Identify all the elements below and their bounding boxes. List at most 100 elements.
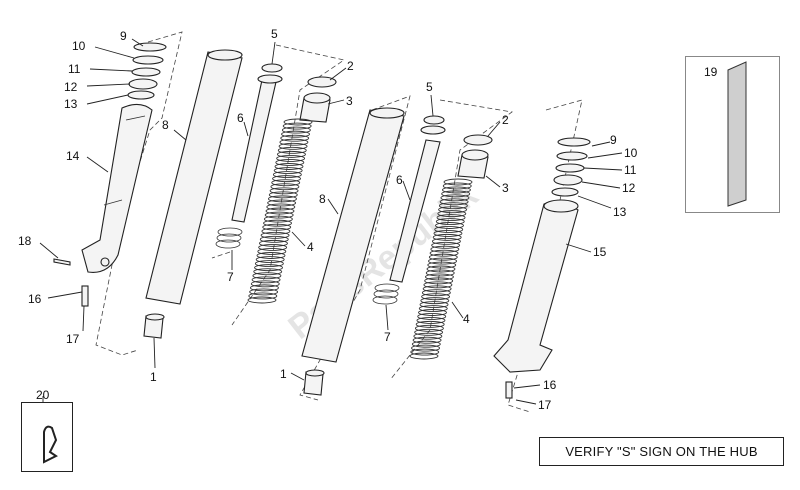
callout-13-right: 13 [613,205,627,219]
callout-8-left: 8 [162,118,169,132]
right-o-ring [463,134,493,146]
part-19-strip [727,61,747,207]
spring-coil [418,309,447,316]
callout-11-left: 11 [68,62,81,76]
spring-coil [269,187,299,195]
spring-coil [425,273,454,281]
spring-coil [411,340,441,348]
spring-coil [432,233,462,241]
left-screw-16 [81,285,89,307]
callout-16-left: 16 [28,292,42,306]
callout-10-left: 10 [72,39,86,53]
spring-coil [414,328,444,336]
spring-coil [442,186,471,194]
spring-coil [251,276,281,284]
callout-6-left: 6 [237,111,244,125]
spring-coil [433,229,463,237]
callout-5-right: 5 [426,80,433,94]
spring-coil [417,313,447,320]
spring-coil [414,324,444,332]
spring-coil [427,261,457,269]
callout-17-right: 17 [538,398,552,412]
spring-coil [428,257,457,265]
spring-coil [247,296,277,304]
callout-1-right: 1 [280,367,287,381]
right-damper-rod [389,139,441,283]
callout-5-left: 5 [271,27,278,41]
callout-4-right: 4 [463,312,470,326]
spring-coil [262,223,292,231]
callout-2-right: 2 [502,113,509,127]
spring-coil [265,207,295,215]
spring-coil [415,320,445,328]
callout-6-right: 6 [396,173,403,187]
callout-13-left: 13 [64,97,78,111]
spring-coil [257,248,287,255]
spring-coil [261,227,291,235]
spring-coil [249,288,279,296]
left-damper-rod [231,79,277,223]
left-fork-tube [145,51,243,305]
spring-coil [276,154,306,162]
callout-1-left: 1 [150,370,157,384]
left-main-spring [247,118,313,304]
spring-coil [248,292,278,300]
spring-coil [422,285,452,293]
callout-labels: 9 10 11 12 13 14 18 16 17 1 8 6 5 7 2 3 … [18,27,718,412]
verify-note: VERIFY "S" SIGN ON THE HUB [539,437,784,466]
right-screw [505,381,513,399]
callout-2-left: 2 [347,59,354,73]
spring-coil [438,206,468,214]
spring-coil [253,268,283,276]
spring-coil [259,235,289,243]
spring-coil [266,203,296,211]
spring-coil [270,183,300,191]
callout-16-right: 16 [543,378,557,392]
spring-coil [439,198,469,206]
right-slider-exploded-frame [507,99,583,413]
spring-coil [254,264,283,272]
callout-3-left: 3 [346,94,353,108]
spring-coil [421,289,451,297]
spring-coil [441,190,471,198]
callout-3-right: 3 [502,181,509,195]
spring-coil [277,146,307,154]
spring-coil [267,199,297,207]
spring-coil [277,150,306,158]
spring-coil [256,252,286,259]
spring-coil [254,260,284,268]
callout-20: 20 [36,388,50,402]
spring-coil [275,159,305,166]
spring-coil [264,211,294,219]
right-small-spring [372,283,400,305]
spring-coil [263,219,292,227]
spring-coil [412,336,442,344]
left-fork-slider [81,103,153,273]
right-washer-stack [551,137,591,197]
left-o-ring [307,76,337,88]
callout-19: 19 [704,65,718,79]
spring-coil [443,178,473,186]
callout-10-right: 10 [624,146,638,160]
callout-18: 18 [18,234,32,248]
spring-coil [283,118,313,126]
spring-coil [255,256,285,263]
callout-15: 15 [593,245,607,259]
spring-coil [425,269,455,277]
callout-11-right: 11 [624,163,637,177]
spring-coil [250,280,280,288]
spring-coil [416,316,446,324]
spring-coil [438,202,468,210]
callout-7-left: 7 [227,270,234,284]
spring-coil [431,241,461,249]
spring-coil [435,218,465,225]
part-20-tool [43,425,58,464]
spring-coil [428,253,458,261]
spring-coil [268,191,298,199]
callout-9-left: 9 [120,29,127,43]
spring-coil [424,277,454,285]
spring-coil [279,138,309,146]
callout-12-right: 12 [622,181,636,195]
spring-coil [411,344,440,352]
spring-coil [272,171,302,179]
